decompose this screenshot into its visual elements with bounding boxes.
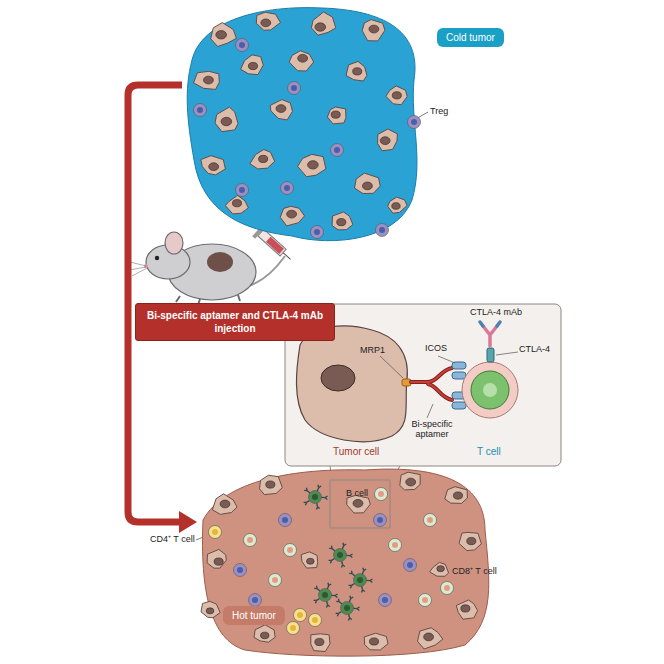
tumor-region: Cold tumor <box>182 0 512 252</box>
part-label: T cell <box>477 446 501 458</box>
part-label: Tumor cell <box>333 446 379 458</box>
mouse <box>129 224 296 305</box>
part-label: CD4⁺ T cell <box>150 534 195 544</box>
part-label: CD8⁺ T cell <box>452 566 497 576</box>
process-box: Bi-specific aptamer and CTLA-4 mAb injec… <box>135 303 335 341</box>
region-tag: Cold tumor <box>437 28 504 47</box>
part-label: B cell <box>346 488 368 498</box>
part-label: CTLA-4 <box>519 344 550 354</box>
region-tag: Hot tumor <box>223 606 285 625</box>
part-label: MRP1 <box>360 345 385 355</box>
part-label: Bi-specific aptamer <box>404 419 460 440</box>
box-label: Bi-specific aptamer and CTLA-4 mAb injec… <box>136 304 334 340</box>
part-label: ICOS <box>425 343 447 353</box>
part-label: CTLA-4 mAb <box>470 307 522 317</box>
part-label: Treg <box>430 106 448 116</box>
